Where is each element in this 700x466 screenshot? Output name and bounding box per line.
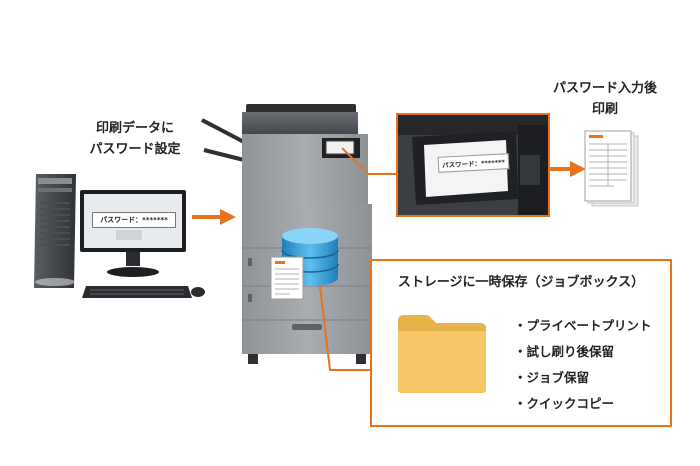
list-item-quick-copy: ・クイックコピー	[514, 396, 615, 411]
monitor-password-text: パスワード：*******	[100, 216, 168, 224]
monitor-password-field: パスワード：*******	[92, 212, 176, 228]
panel-zoom-box: パスワード：*******	[396, 113, 550, 217]
arrow-to-print-icon	[548, 161, 586, 177]
left-caption-line1: 印刷データに	[95, 121, 174, 136]
list-item-job-hold: ・ジョブ保留	[514, 370, 590, 385]
storage-list: ・プライベートプリント ・試し刷り後保留 ・ジョブ保留 ・クイックコピー	[514, 313, 652, 417]
keyboard-icon	[82, 286, 192, 298]
list-item-private-print: ・プライベートプリント	[514, 318, 652, 333]
monitor-doc-thumb	[116, 230, 142, 240]
storage-box-title: ストレージに一時保存（ジョブボックス）	[397, 275, 645, 290]
pc-tower-icon	[34, 174, 76, 288]
arrow-to-mfp-icon	[192, 209, 236, 225]
left-caption-line2: パスワード設定	[89, 142, 181, 157]
right-caption: パスワード入力後 印刷	[545, 78, 665, 120]
document-icon	[270, 256, 304, 300]
right-caption-line1: パスワード入力後	[552, 81, 657, 96]
folder-icon	[398, 315, 486, 393]
connector-storage	[319, 285, 372, 371]
list-item-proof-hold: ・試し刷り後保留	[514, 344, 615, 359]
right-caption-line2: 印刷	[591, 102, 618, 117]
left-caption: 印刷データに パスワード設定	[80, 118, 190, 160]
connector-panel	[341, 147, 398, 175]
mouse-icon	[191, 287, 205, 297]
storage-box: ストレージに一時保存（ジョブボックス） ・プライベートプリント ・試し刷り後保留…	[370, 259, 672, 427]
printed-document-icon	[584, 130, 639, 207]
